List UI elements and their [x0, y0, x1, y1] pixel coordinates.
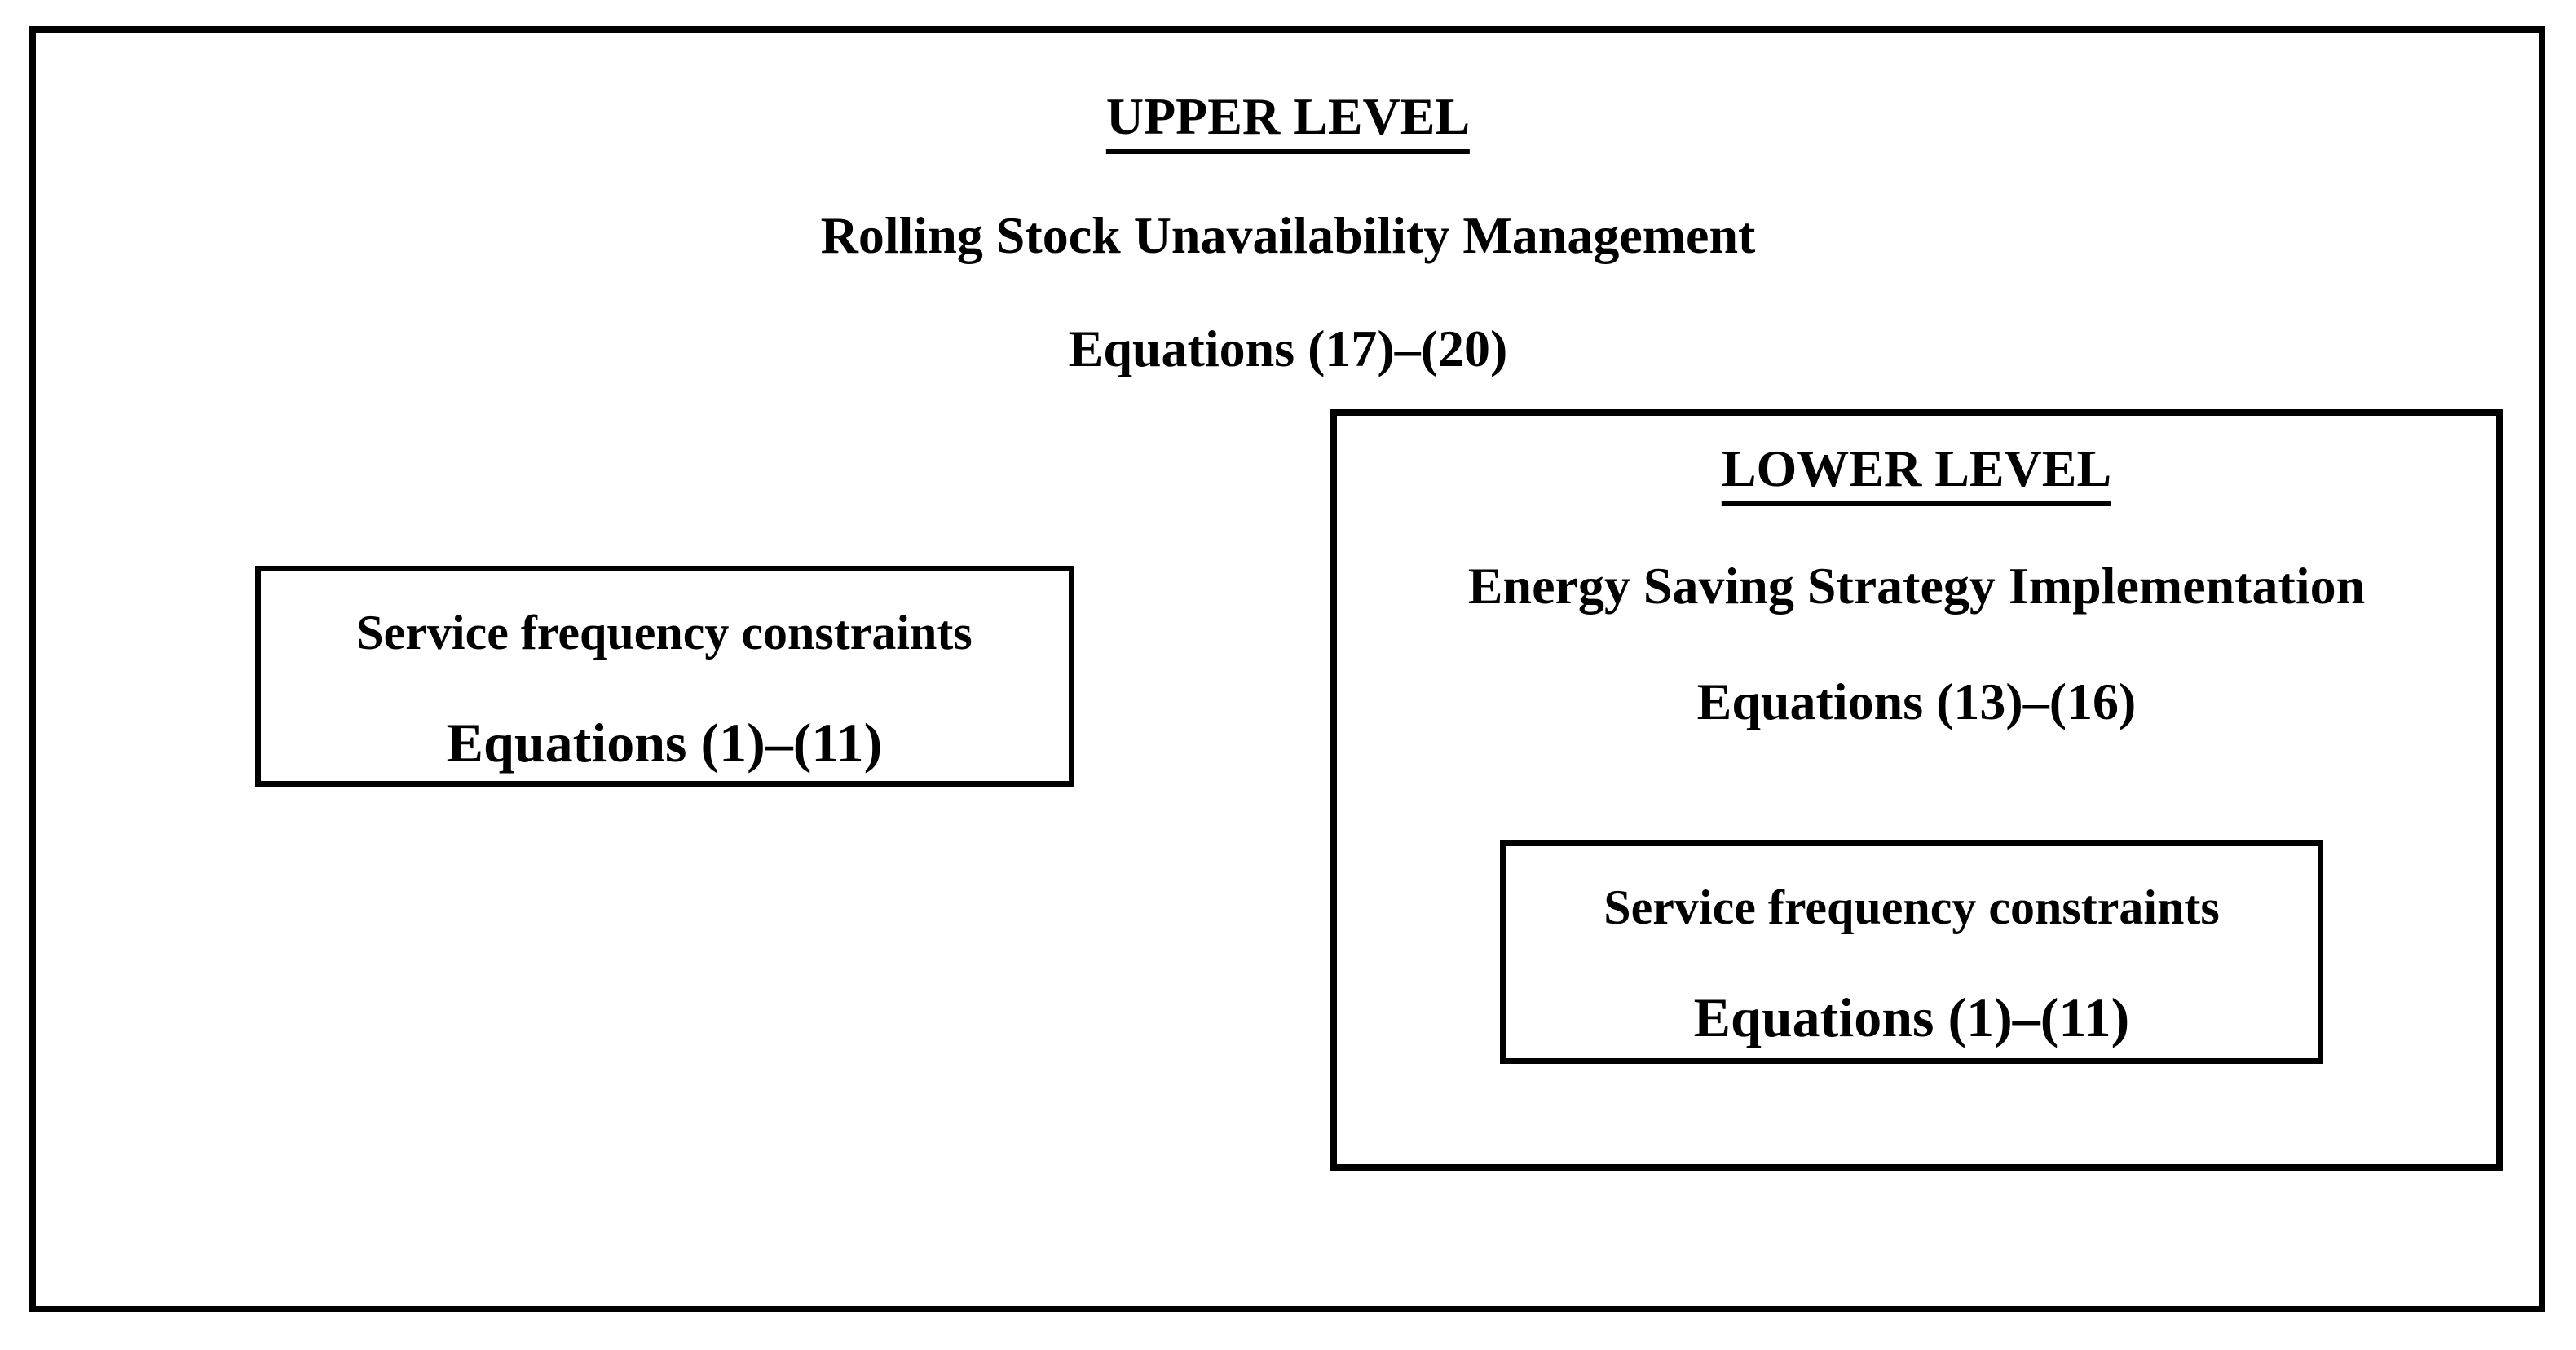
- lower-level-title: Energy Saving Strategy Implementation: [1467, 557, 2366, 615]
- upper-level-heading: UPPER LEVEL: [1105, 90, 1471, 154]
- lower-constraints-title: Service frequency constraints: [1603, 880, 2220, 934]
- lower-constraints-box: [1500, 840, 2323, 1064]
- upper-constraints-equations: Equations (1)–(11): [446, 712, 883, 774]
- upper-level-equations: Equations (17)–(20): [1068, 320, 1508, 377]
- lower-level-equations: Equations (13)–(16): [1696, 673, 2137, 730]
- upper-level-title: Rolling Stock Unavailability Management: [820, 206, 1756, 264]
- upper-constraints-title: Service frequency constraints: [356, 606, 973, 660]
- lower-level-heading: LOWER LEVEL: [1721, 443, 2112, 506]
- upper-constraints-box: [255, 566, 1074, 787]
- lower-constraints-equations: Equations (1)–(11): [1693, 986, 2130, 1048]
